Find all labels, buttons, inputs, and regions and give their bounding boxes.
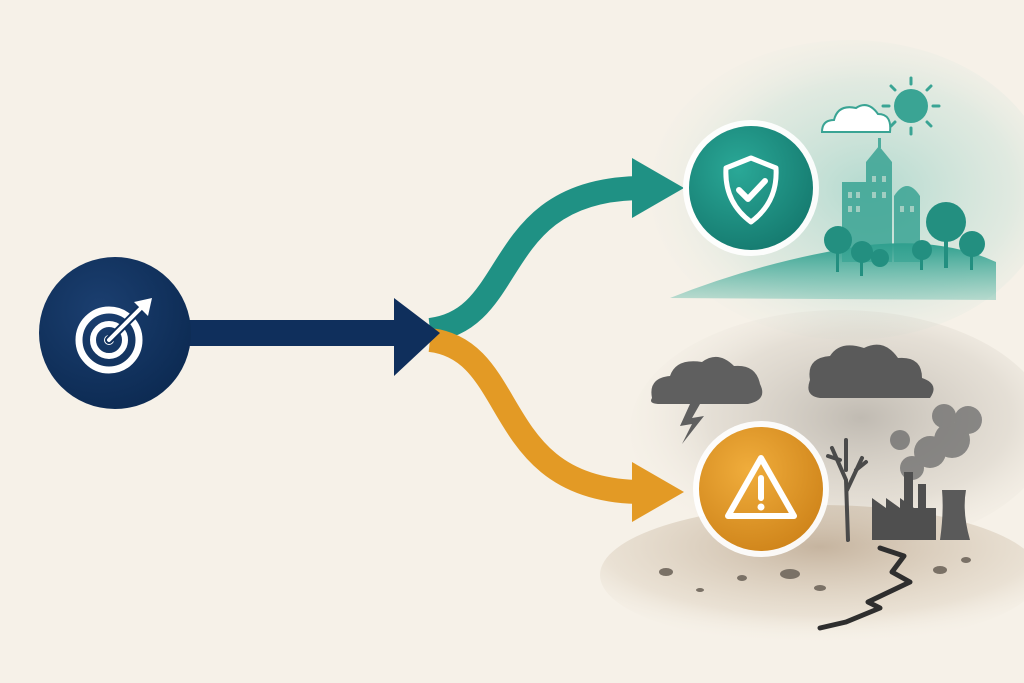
flow-arrows: [178, 158, 684, 522]
ground-crack: [817, 545, 913, 631]
factory-icon: [872, 472, 970, 540]
green-hill: [670, 243, 996, 300]
cloud-icon: [820, 104, 892, 133]
teal-branch-arrowhead: [632, 158, 684, 218]
warning-triangle-icon: [725, 455, 797, 519]
rocks: [659, 557, 971, 592]
teal-branch-path: [428, 176, 641, 342]
shield-check-icon: [723, 155, 779, 225]
lightning-bolt-icon: [680, 404, 704, 444]
orange-branch-path: [427, 328, 641, 504]
target-arrow-icon: [75, 298, 152, 374]
storm-cloud-icon: [651, 356, 763, 404]
negative-outcome-node: [693, 421, 829, 557]
factory-smoke: [890, 404, 982, 480]
source-node: [39, 257, 191, 409]
orange-branch-arrowhead: [632, 462, 684, 522]
storm-cloud-icon-2: [808, 344, 934, 398]
main-path: [178, 320, 398, 346]
green-city-scene: [650, 40, 1024, 340]
trees: [824, 202, 985, 276]
dry-ground: [600, 505, 1024, 645]
dead-tree: [826, 438, 868, 542]
sun-icon: [881, 76, 941, 136]
main-arrowhead: [394, 298, 440, 376]
positive-outcome-node: [683, 120, 819, 256]
